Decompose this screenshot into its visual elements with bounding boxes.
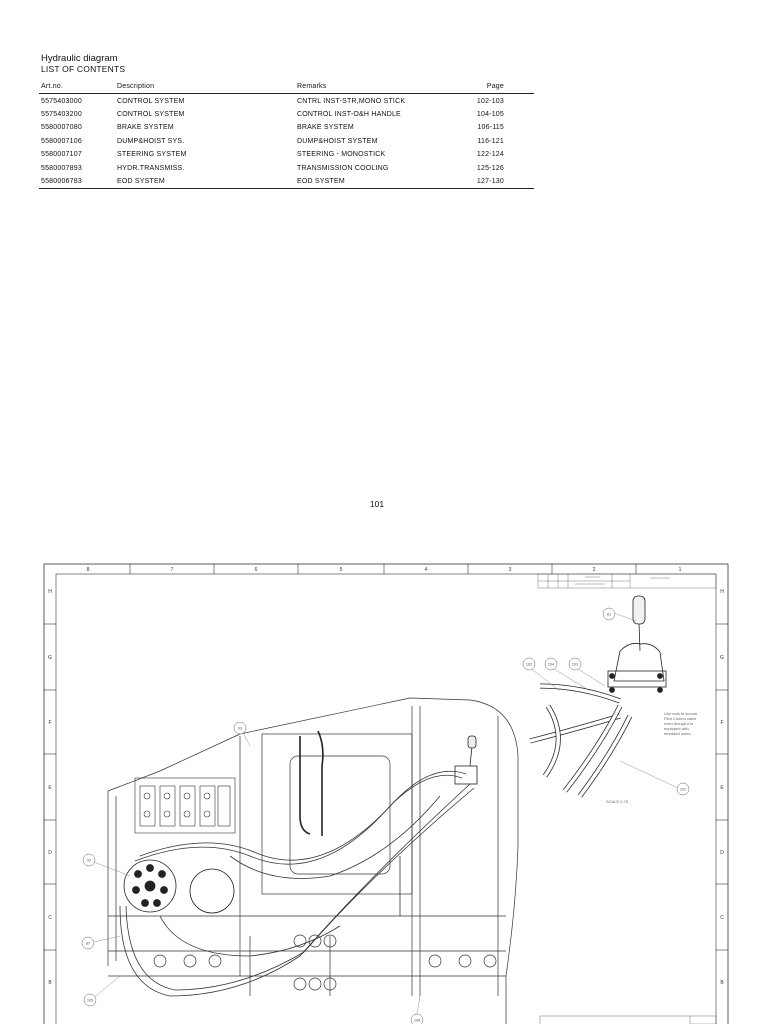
art-no-cell: 5580007893 xyxy=(41,164,82,172)
remarks-cell: BRAKE SYSTEM xyxy=(297,124,354,132)
page-cell: 104-105 xyxy=(476,110,504,118)
callout-label: 93 xyxy=(238,727,242,731)
remarks-cell: STEERING - MONOSTICK xyxy=(297,151,386,159)
column-label: 1 xyxy=(679,567,682,573)
column-label: 8 xyxy=(87,567,90,573)
note-line: threaded holes. xyxy=(664,731,692,736)
column-header-description: Description xyxy=(117,83,155,91)
lower-structure xyxy=(153,934,497,991)
table-row: 5575403200 CONTROL SYSTEM CONTROL INST-O… xyxy=(39,108,534,121)
leader-lines xyxy=(90,612,679,1015)
remarks-cell: DUMP&HOIST SYSTEM xyxy=(297,137,378,145)
description-cell: DUMP&HOIST SYS. xyxy=(117,137,185,145)
page-cell: 106-115 xyxy=(477,124,504,132)
table-row: 5580007106 DUMP&HOIST SYS. DUMP&HOIST SY… xyxy=(39,135,534,148)
table-row: 5575403000 CONTROL SYSTEM CNTRL INST-STR… xyxy=(39,94,534,108)
remarks-cell: CONTROL INST-O&H HANDLE xyxy=(297,110,401,118)
art-no-cell: 5580007107 xyxy=(41,151,82,159)
column-ticks xyxy=(129,564,637,574)
callout-label: 92 xyxy=(87,859,91,863)
vertical-hoses xyxy=(299,730,324,836)
page-cell: 127-130 xyxy=(476,177,504,185)
remarks-cell: EOD SYSTEM xyxy=(297,177,345,185)
manifold xyxy=(123,859,235,914)
note-line: equipped with xyxy=(664,726,689,731)
column-label: 4 xyxy=(425,567,428,573)
callout-label: 87 xyxy=(86,942,90,946)
table-header-row: Art.no. Description Remarks Page xyxy=(39,80,534,94)
art-no-cell: 5580007080 xyxy=(41,124,82,132)
drawing-frame-inner xyxy=(55,573,717,1024)
contents-table: Art.no. Description Remarks Page 5575403… xyxy=(39,80,534,189)
column-label: 7 xyxy=(171,567,174,573)
row-label: B xyxy=(720,980,724,986)
machine-frame xyxy=(107,697,519,1024)
table-row: 5580007893 HYDR.TRANSMISS. TRANSMISSION … xyxy=(39,161,534,174)
remarks-cell: TRANSMISSION COOLING xyxy=(297,164,389,172)
detail-pilot-valve xyxy=(529,595,667,798)
description-cell: CONTROL SYSTEM xyxy=(117,110,185,118)
description-cell: STEERING SYSTEM xyxy=(117,151,187,159)
row-label: B xyxy=(48,980,52,986)
row-label: F xyxy=(48,720,51,726)
page-number: 101 xyxy=(369,499,385,509)
row-label: H xyxy=(720,589,724,595)
callout-label: 106 xyxy=(414,1019,420,1023)
callout-label: 102 xyxy=(526,663,532,667)
callout-label: 104 xyxy=(548,663,554,667)
column-label: 2 xyxy=(593,567,596,573)
note-line: Use nuts to secure xyxy=(664,711,698,716)
column-header-remarks: Remarks xyxy=(297,83,327,91)
callout-bubbles xyxy=(81,607,690,1024)
column-label: 6 xyxy=(255,567,258,573)
table-row: 5580007080 BRAKE SYSTEM BRAKE SYSTEM 106… xyxy=(39,121,534,134)
row-label: E xyxy=(720,785,724,791)
cab-joystick xyxy=(454,735,478,785)
description-cell: BRAKE SYSTEM xyxy=(117,124,174,132)
art-no-cell: 5580007106 xyxy=(41,137,82,145)
drawing-frame-outer xyxy=(43,563,729,1024)
page-cell: 125-126 xyxy=(476,164,504,172)
callout-label: 81 xyxy=(607,613,611,617)
title-block xyxy=(539,1015,717,1024)
row-label: C xyxy=(48,915,52,921)
hydraulic-drawing: 8 7 6 5 4 3 2 1 H G F E D C B H G F E D … xyxy=(43,563,729,1024)
column-header-page: Page xyxy=(486,83,504,91)
callout-label: 105 xyxy=(87,999,93,1003)
row-label: D xyxy=(720,850,724,856)
column-label: 5 xyxy=(340,567,343,573)
page-cell: 122-124 xyxy=(476,151,504,159)
table-row: 5580007107 STEERING SYSTEM STEERING - MO… xyxy=(39,148,534,161)
art-no-cell: 5575403200 xyxy=(41,110,82,118)
art-no-cell: 5575403000 xyxy=(41,97,82,105)
row-label: G xyxy=(720,655,724,661)
row-label: H xyxy=(48,589,52,595)
column-label: 3 xyxy=(509,567,512,573)
description-cell: HYDR.TRANSMISS. xyxy=(117,164,185,172)
row-label: E xyxy=(48,785,52,791)
row-label: C xyxy=(720,915,724,921)
art-no-cell: 5580006783 xyxy=(41,177,82,185)
row-label: D xyxy=(48,850,52,856)
description-cell: CONTROL SYSTEM xyxy=(117,97,185,105)
note-line: Pilot Control valve xyxy=(664,716,697,721)
row-ticks xyxy=(44,623,728,951)
revision-block xyxy=(537,573,717,589)
page-cell: 116-121 xyxy=(477,137,504,145)
callout-label: 103 xyxy=(572,663,578,667)
valve-block xyxy=(134,777,236,834)
remarks-cell: CNTRL INST-STR,MONO STICK xyxy=(297,97,406,105)
table-row: 5580006783 EOD SYSTEM EOD SYSTEM 127-130 xyxy=(39,175,534,189)
hydraulic-hoses xyxy=(119,770,475,997)
document-title: Hydraulic diagram xyxy=(41,53,118,64)
note-line: even though it is xyxy=(664,721,693,726)
column-header-art-no: Art.no. xyxy=(41,83,64,91)
row-label: G xyxy=(48,655,52,661)
list-of-contents-heading: LIST OF CONTENTS xyxy=(41,64,126,74)
scale-label: SCALE 0.75 xyxy=(606,799,629,804)
page-cell: 102-103 xyxy=(476,97,504,105)
row-label: F xyxy=(720,720,723,726)
description-cell: EOD SYSTEM xyxy=(117,177,165,185)
callout-label: 101 xyxy=(680,788,686,792)
